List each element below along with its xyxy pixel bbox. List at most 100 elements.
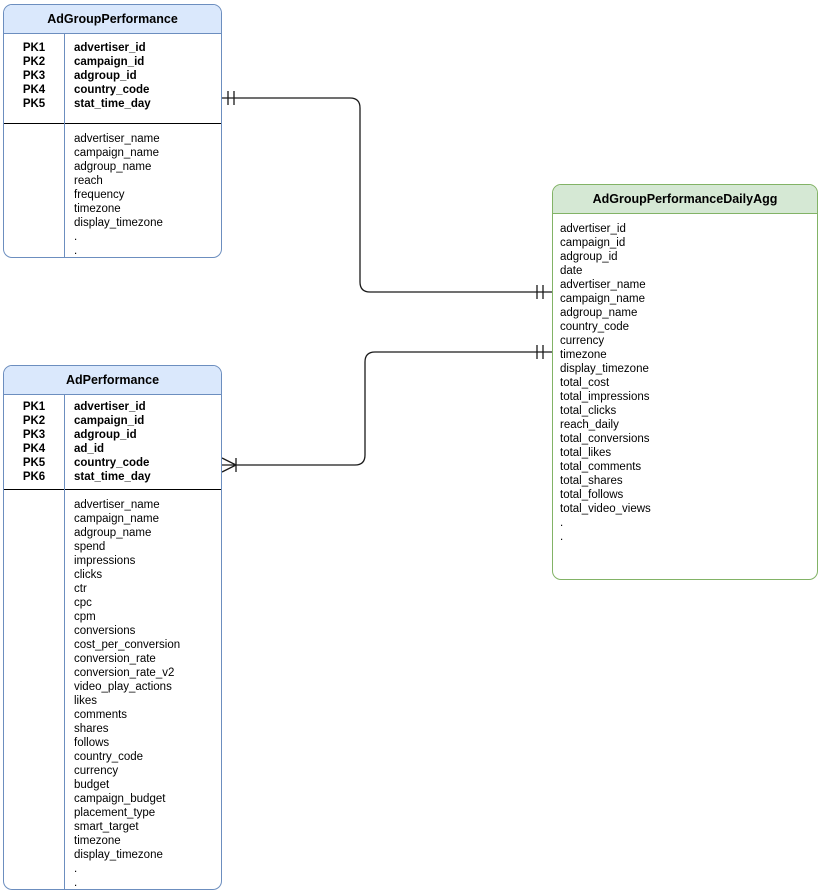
- pk-label: PK2: [22, 56, 46, 68]
- pk-label: PK3: [22, 429, 46, 441]
- primary-key-row: PK2 campaign_id: [4, 414, 221, 428]
- field-row: advertiser_name: [560, 279, 646, 291]
- primary-key-row: PK2 campaign_id: [4, 55, 221, 69]
- field-row: clicks: [74, 569, 103, 581]
- field-row: .: [74, 877, 78, 889]
- connector-adperformance-to-dailyagg: [221, 345, 552, 473]
- pk-field-name: ad_id: [74, 443, 105, 455]
- table-title-adgroupperformance: AdGroupPerformance: [4, 5, 221, 34]
- field-row: adgroup_id: [560, 251, 618, 263]
- field-row: comments: [74, 709, 128, 721]
- cardinality-one-and-only-one-icon: [227, 91, 235, 105]
- field-row: conversions: [74, 625, 136, 637]
- field-row: advertiser_id: [560, 223, 626, 235]
- field-row: country_code: [74, 751, 144, 763]
- primary-key-row: PK3 adgroup_id: [4, 428, 221, 442]
- field-row: currency: [560, 335, 605, 347]
- pk-label: PK6: [22, 471, 46, 483]
- field-row: conversion_rate_v2: [74, 667, 175, 679]
- pk-label: PK2: [22, 415, 46, 427]
- pk-field-name: advertiser_id: [74, 401, 146, 413]
- field-row: smart_target: [74, 821, 139, 833]
- field-row: impressions: [74, 555, 136, 567]
- field-row: campaign_name: [560, 293, 646, 305]
- field-row: cpc: [74, 597, 92, 609]
- field-row: .: [560, 531, 564, 543]
- field-row: .: [74, 245, 78, 257]
- cardinality-one-and-only-one-icon: [536, 285, 544, 299]
- field-row: placement_type: [74, 807, 156, 819]
- pk-field-name: country_code: [74, 84, 150, 96]
- field-row: spend: [74, 541, 106, 553]
- field-row: .: [560, 517, 564, 529]
- pk-label: PK1: [22, 42, 46, 54]
- pk-field-name: campaign_id: [74, 415, 145, 427]
- table-title-adperformance: AdPerformance: [4, 366, 221, 395]
- field-row: total_impressions: [560, 391, 650, 403]
- pk-field-name: campaign_id: [74, 56, 145, 68]
- field-row: currency: [74, 765, 119, 777]
- pk-column-divider: [64, 33, 65, 257]
- field-row: total_video_views: [560, 503, 651, 515]
- primary-key-row: PK4 ad_id: [4, 442, 221, 456]
- field-row: total_follows: [560, 489, 624, 501]
- pk-field-name: country_code: [74, 457, 150, 469]
- primary-key-row: PK5 country_code: [4, 456, 221, 470]
- connector-adgroupperformance-to-dailyagg: [222, 91, 552, 299]
- connector-line: [222, 97, 552, 293]
- field-row: timezone: [560, 349, 607, 361]
- pk-label: PK5: [22, 457, 46, 469]
- field-row: campaign_name: [74, 147, 160, 159]
- cardinality-one-and-only-one-icon: [536, 345, 544, 359]
- pk-field-name: stat_time_day: [74, 471, 151, 483]
- field-row: total_shares: [560, 475, 623, 487]
- field-row: .: [74, 231, 78, 243]
- table-title-adgroupperformancedailyagg: AdGroupPerformanceDailyAgg: [553, 185, 817, 214]
- fields-section: advertiser_name campaign_name adgroup_name…: [4, 124, 221, 257]
- fields-section: advertiser_name campaign_name adgroup_name…: [4, 490, 221, 889]
- field-row: total_clicks: [560, 405, 617, 417]
- field-row: date: [560, 265, 583, 277]
- pk-field-name: adgroup_id: [74, 70, 137, 82]
- field-row: timezone: [74, 203, 121, 215]
- field-row: advertiser_name: [74, 499, 160, 511]
- table-adgroupperformancedailyagg[interactable]: AdGroupPerformanceDailyAgg advertiser_id…: [552, 184, 818, 580]
- field-row: conversion_rate: [74, 653, 156, 665]
- field-row: total_comments: [560, 461, 642, 473]
- field-row: timezone: [74, 835, 121, 847]
- field-row: total_cost: [560, 377, 610, 389]
- field-row: total_conversions: [560, 433, 650, 445]
- primary-key-row: PK6 stat_time_day: [4, 470, 221, 484]
- pk-column-divider: [64, 394, 65, 889]
- pk-label: PK4: [22, 84, 46, 96]
- cardinality-many-icon: [221, 457, 237, 473]
- field-row: display_timezone: [560, 363, 649, 375]
- pk-field-name: advertiser_id: [74, 42, 146, 54]
- field-row: campaign_name: [74, 513, 160, 525]
- field-row: likes: [74, 695, 98, 707]
- field-row: follows: [74, 737, 110, 749]
- field-row: reach_daily: [560, 419, 619, 431]
- field-row: display_timezone: [74, 849, 163, 861]
- field-row: budget: [74, 779, 110, 791]
- pk-label: PK1: [22, 401, 46, 413]
- pk-label: PK4: [22, 443, 46, 455]
- field-row: .: [74, 863, 78, 875]
- pk-field-name: adgroup_id: [74, 429, 137, 441]
- pk-field-name: stat_time_day: [74, 98, 151, 110]
- field-row: cpm: [74, 611, 96, 623]
- field-row: advertiser_name: [74, 133, 160, 145]
- field-row: reach: [74, 175, 103, 187]
- primary-key-row: PK1 advertiser_id: [4, 41, 221, 55]
- primary-key-row: PK4 country_code: [4, 83, 221, 97]
- field-row: adgroup_name: [74, 161, 152, 173]
- connector-line: [222, 351, 552, 466]
- field-row: video_play_actions: [74, 681, 172, 693]
- field-row: adgroup_name: [74, 527, 152, 539]
